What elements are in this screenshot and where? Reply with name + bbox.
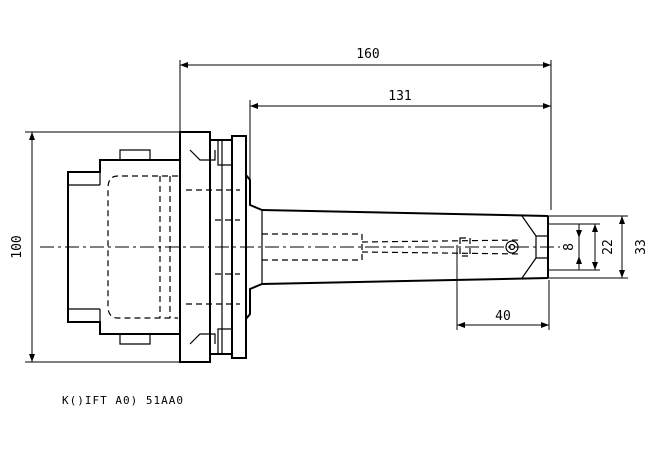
shank [261,209,549,285]
dimension-diameters-right: 8 22 33 [548,215,649,279]
dimension-label-160: 160 [356,47,379,62]
dimension-flange-diameter: 100 [10,131,182,363]
dimension-label-22: 22 [601,239,616,255]
dimension-label-8: 8 [562,243,577,251]
taper-body [67,149,180,345]
part-caption: K()IFT A0) 51AA0 [62,394,184,407]
dimension-label-33: 33 [634,239,649,255]
coolant-hole [505,240,519,254]
dimension-clamping-length: 40 [456,245,550,330]
dimension-label-100: 100 [10,235,25,258]
flange [179,131,247,363]
dimension-label-131: 131 [388,89,411,104]
dimension-shank-length: 131 [249,89,551,205]
dimension-label-40: 40 [495,309,511,324]
dimension-total-length: 160 [179,47,552,210]
collar [245,174,263,320]
